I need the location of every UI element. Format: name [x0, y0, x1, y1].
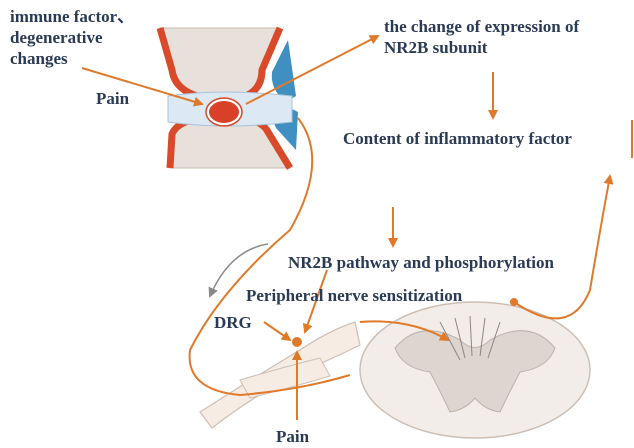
nr2b-pathway-label: NR2B pathway and phosphorylation: [288, 252, 554, 273]
drg-node: [292, 337, 302, 347]
pain-label-top: Pain: [96, 88, 129, 109]
immune-factor-label: immune factor、 degenerative changes: [10, 6, 134, 69]
inflammatory-content-label: Content of inflammatory factor: [343, 128, 572, 149]
immune-line-3: changes: [10, 48, 134, 69]
nr2b-expression-label: the change of expression of NR2B subunit: [384, 16, 579, 58]
immune-line-2: degenerative: [10, 27, 134, 48]
immune-line-1: immune factor、: [10, 6, 134, 27]
peripheral-sensitization-label: Peripheral nerve sensitization: [246, 285, 462, 306]
nr2b-line-2: NR2B subunit: [384, 37, 579, 58]
pain-label-bottom: Pain: [276, 426, 309, 447]
drg-label: DRG: [214, 312, 252, 333]
nr2b-line-1: the change of expression of: [384, 16, 579, 37]
